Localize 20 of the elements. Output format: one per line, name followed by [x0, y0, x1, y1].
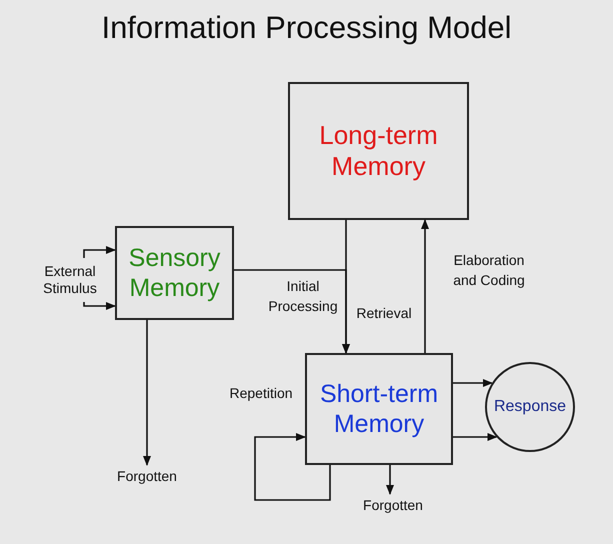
- arrow: [453, 433, 498, 441]
- arrow: [342, 220, 350, 354]
- box-title: Response: [492, 397, 568, 417]
- arrow: [254, 433, 331, 501]
- box-title: Long-term Memory: [318, 120, 439, 182]
- arrow: [83, 302, 116, 310]
- process-box: [288, 82, 469, 220]
- arrow: [421, 219, 429, 353]
- arrow: [386, 465, 394, 495]
- diagram-title: Information Processing Model: [100, 10, 513, 46]
- arrow: [453, 379, 493, 387]
- outcome-label: Forgotten: [362, 496, 424, 514]
- outcome-label: Forgotten: [116, 468, 178, 484]
- box-title: Sensory Memory: [128, 243, 222, 303]
- input-label: External Stimulus: [42, 263, 98, 297]
- process-box: [305, 353, 453, 465]
- arrow: [83, 246, 116, 258]
- box-title: Short-term Memory: [318, 379, 440, 439]
- process-box: [115, 226, 234, 320]
- arrow: [143, 320, 151, 466]
